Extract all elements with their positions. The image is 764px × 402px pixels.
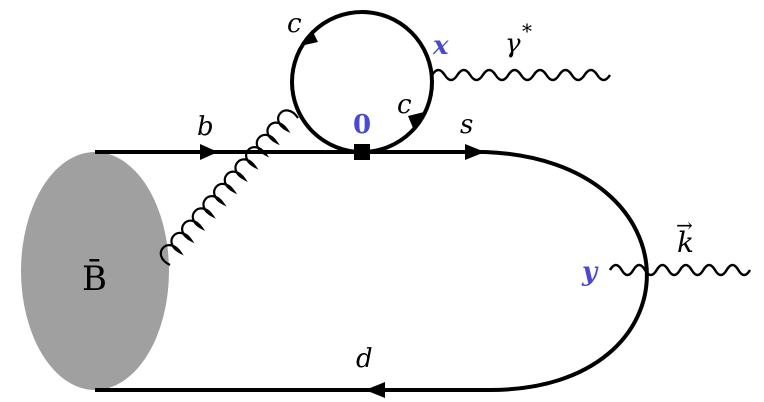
vertex-y-label: y bbox=[581, 257, 599, 287]
c-right-label: c bbox=[397, 90, 412, 120]
vertex-zero-label: 0 bbox=[353, 110, 371, 140]
gamma-star-superscript: * bbox=[522, 19, 532, 43]
c-right-arrow bbox=[408, 112, 424, 128]
s-arrow bbox=[465, 144, 485, 160]
b-meson-label: B̄ bbox=[82, 258, 107, 299]
k-label: k bbox=[677, 226, 694, 259]
gamma-star-label: γ bbox=[505, 29, 521, 59]
b-arrow bbox=[200, 144, 218, 160]
photon-k bbox=[608, 263, 752, 277]
gluon-line bbox=[159, 109, 299, 266]
b-quark-label: b bbox=[197, 112, 214, 142]
operator-vertex bbox=[354, 144, 370, 160]
vertex-x-label: x bbox=[432, 31, 449, 61]
gluon-coils bbox=[159, 109, 299, 266]
s-quark-label: s bbox=[460, 110, 473, 140]
c-top-label: c bbox=[287, 9, 302, 39]
k-arrow-label: → bbox=[676, 213, 693, 237]
photon-gamma-star bbox=[430, 68, 612, 82]
c-top-arrow bbox=[300, 30, 318, 46]
d-quark-label: d bbox=[356, 344, 373, 374]
d-arrow bbox=[365, 382, 385, 398]
b-meson-blob bbox=[21, 152, 169, 390]
